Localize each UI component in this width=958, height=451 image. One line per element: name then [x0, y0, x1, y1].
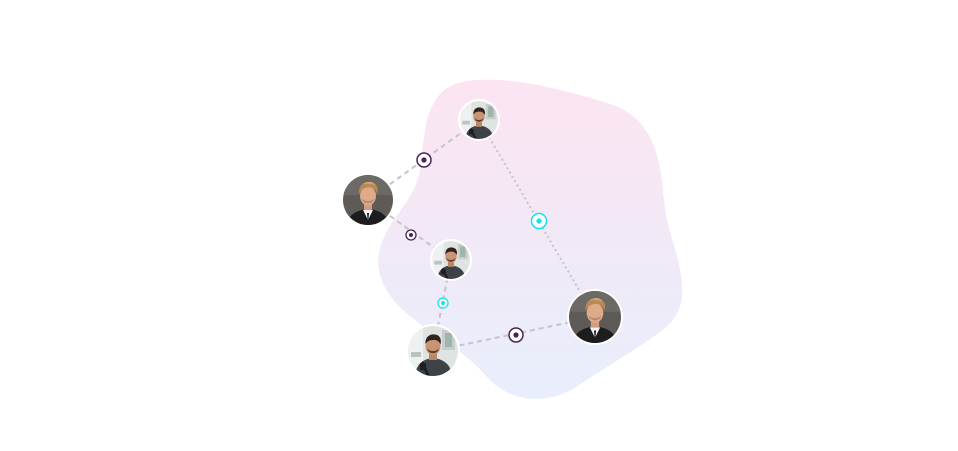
node-top[interactable] [458, 99, 500, 141]
node-bottom-left[interactable] [406, 324, 460, 378]
connector-cyan [530, 212, 548, 230]
connector-dark [508, 327, 524, 343]
connector-dark [405, 229, 417, 241]
node-right[interactable] [567, 289, 623, 345]
node-left[interactable] [341, 173, 395, 227]
connector-cyan [437, 297, 449, 309]
link-top-right [478, 119, 596, 318]
connector-dots [405, 152, 548, 343]
person-in-grey-tshirt-avatar [408, 326, 458, 376]
connector-dark [416, 152, 432, 168]
blond-man-in-suit-avatar [343, 175, 393, 225]
person-in-grey-tshirt-avatar [460, 101, 498, 139]
blond-man-in-suit-avatar [569, 291, 621, 343]
person-in-grey-tshirt-avatar [432, 241, 470, 279]
node-middle[interactable] [430, 239, 472, 281]
